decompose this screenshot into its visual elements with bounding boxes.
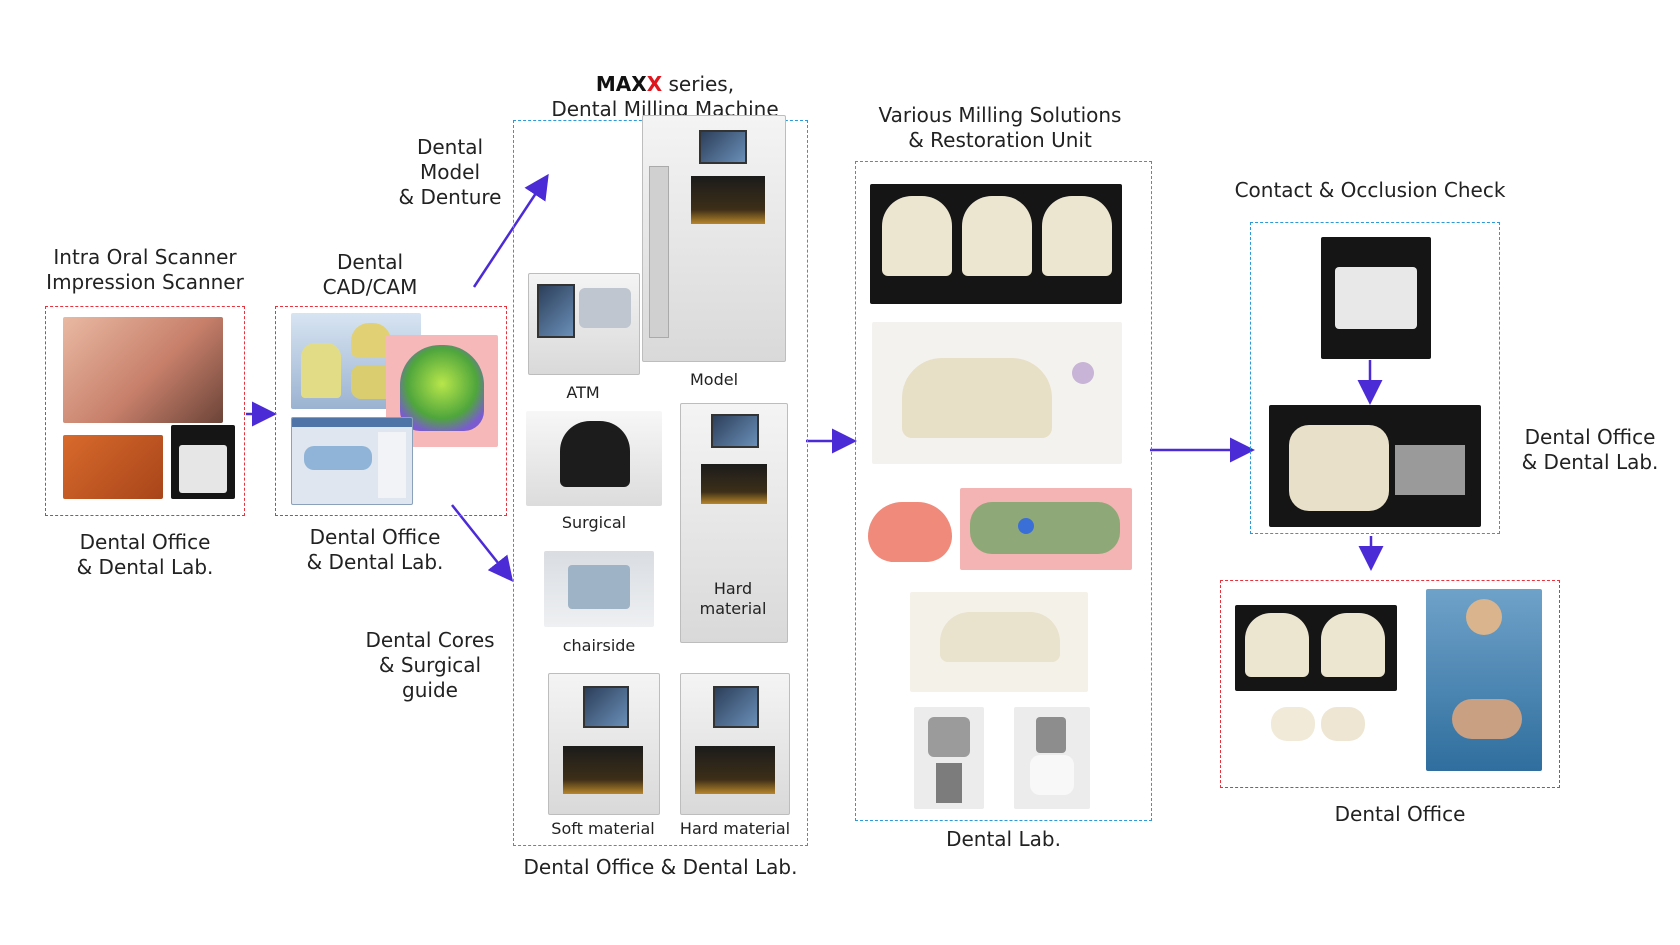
model-denture-line3: & Denture [398, 185, 502, 209]
machines-title-suffix: series, [662, 72, 735, 96]
hard-material-small-label: Hard material [679, 819, 791, 838]
chairside-label: chairside [562, 636, 636, 655]
solutions-title-line1: Various Milling Solutions [878, 103, 1122, 127]
abutment-photo-2 [1014, 707, 1090, 809]
cadcam-site: Dental Office & Dental Lab. [280, 525, 470, 575]
scanner-label-line2: Impression Scanner [46, 270, 244, 294]
cores-guide-line1: Dental Cores [365, 628, 495, 652]
final-models-photo [1235, 605, 1397, 691]
surgical-label: Surgical [561, 513, 627, 532]
scanner-site-line1: Dental Office [79, 530, 211, 554]
surgical-machine-photo [526, 411, 662, 506]
cad-bridge-design [960, 488, 1132, 570]
solutions-site: Dental Lab. [946, 827, 1061, 851]
brand-x: X [646, 72, 663, 96]
check-site: Dental Office & Dental Lab. [1505, 425, 1675, 475]
brand-max: MAX [595, 72, 647, 96]
cadcam-label-line1: Dental [336, 250, 404, 274]
cad-arch-design [386, 335, 498, 447]
dental-models-photo [870, 184, 1122, 304]
cores-guide-line2: & Surgical [378, 653, 482, 677]
intraoral-scan-photo [63, 317, 223, 423]
final-office-box [1220, 580, 1560, 788]
machines-title: MAXX series, Dental Milling Machine [520, 72, 810, 122]
chairside-machine-photo [544, 551, 654, 627]
dentist-treatment-photo [1426, 589, 1542, 771]
check-site-line1: Dental Office [1524, 425, 1656, 449]
denture-photo [864, 492, 954, 572]
cadcam-site-line1: Dental Office [309, 525, 441, 549]
cadcam-label-line2: CAD/CAM [322, 275, 418, 299]
model-denture-label: Dental Model & Denture [390, 135, 510, 210]
hard-material-small-machine-photo [680, 673, 790, 815]
check-site-line2: & Dental Lab. [1521, 450, 1659, 474]
hard-material-tall-line2: material [699, 599, 767, 618]
machines-site: Dental Office & Dental Lab. [523, 855, 798, 879]
model-label: Model [689, 370, 739, 389]
cad-software-window [291, 417, 413, 505]
model-denture-line2: Model [419, 160, 481, 184]
cadcam-label: Dental CAD/CAM [295, 250, 445, 300]
impression-photo [63, 435, 163, 499]
model-denture-line1: Dental [416, 135, 484, 159]
restoration-model-photo [872, 322, 1122, 464]
check-box [1250, 222, 1500, 534]
scanner-label-line1: Intra Oral Scanner [53, 245, 237, 269]
scanner-label: Intra Oral Scanner Impression Scanner [40, 245, 250, 295]
machines-title-line1: MAXX series, [520, 72, 810, 97]
scanner-box [45, 306, 245, 516]
hard-material-tall-machine-photo [680, 403, 788, 643]
atm-machine-photo [528, 273, 640, 375]
hard-material-tall-line1: Hard [713, 579, 753, 598]
scanner-site-line2: & Dental Lab. [76, 555, 214, 579]
scanner-site: Dental Office & Dental Lab. [40, 530, 250, 580]
cores-guide-line3: guide [402, 678, 458, 702]
arrow-cadcam-to-model [472, 173, 549, 288]
final-site: Dental Office [1334, 802, 1466, 826]
cores-guide-label: Dental Cores & Surgical guide [360, 628, 500, 703]
machines-box: ATM Model Surgical Hard material chairsi… [513, 115, 808, 846]
cadcam-site-line2: & Dental Lab. [306, 550, 444, 574]
model-machine-photo [642, 115, 786, 362]
articulator-model-photo [1269, 405, 1481, 527]
hard-material-tall-label: Hard material [680, 579, 786, 619]
articulator-top-photo [1321, 237, 1431, 359]
cadcam-box [275, 306, 507, 516]
solutions-title-line2: & Restoration Unit [908, 128, 1092, 152]
soft-material-label: Soft material [551, 819, 655, 838]
atm-label: ATM [566, 383, 600, 402]
solutions-box [855, 161, 1152, 821]
surgical-guide-photo [910, 592, 1088, 692]
soft-material-machine-photo [548, 673, 660, 815]
crowns-photo [1265, 699, 1369, 749]
abutment-photo-1 [914, 707, 984, 809]
arrow-cadcam-to-cores [451, 504, 514, 582]
impression-scanner-photo [171, 425, 235, 499]
solutions-title: Various Milling Solutions & Restoration … [850, 103, 1150, 153]
check-title: Contact & Occlusion Check [1234, 178, 1506, 202]
